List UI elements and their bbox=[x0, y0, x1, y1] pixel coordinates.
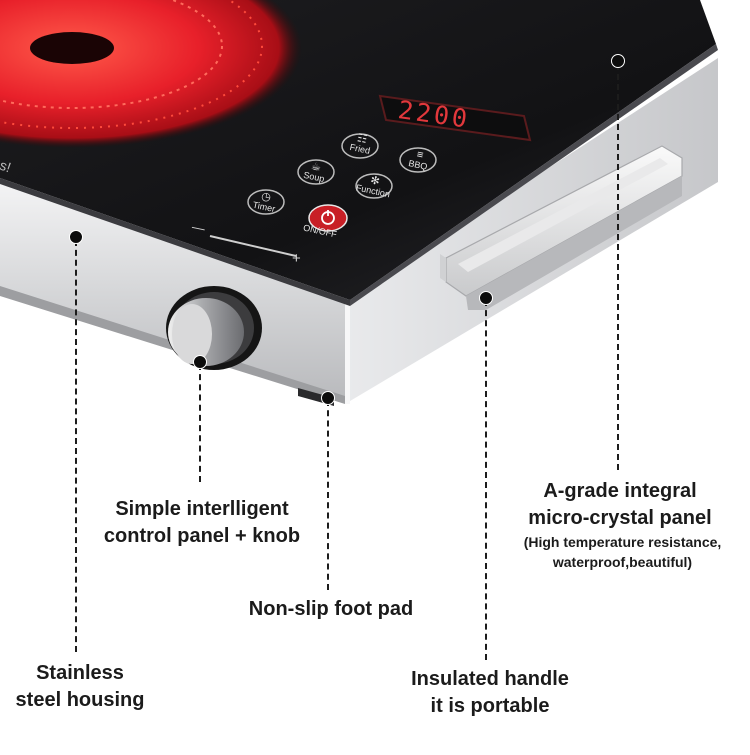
control-callout-dot bbox=[193, 355, 207, 369]
panel-leader-line bbox=[617, 64, 619, 470]
panel-callout: A-grade integral micro-crystal panel bbox=[528, 480, 712, 529]
heating-zone bbox=[0, 0, 302, 148]
handle-callout: Insulated handle it is portable bbox=[411, 668, 569, 717]
foot-callout: Non-slip foot pad bbox=[248, 598, 414, 620]
panel-callout-dot bbox=[611, 54, 625, 68]
foot-callout-dot bbox=[321, 391, 335, 405]
foot-leader-line bbox=[327, 400, 329, 590]
insulated-handle bbox=[440, 145, 683, 310]
control-knob bbox=[166, 286, 262, 370]
power-slider bbox=[209, 235, 297, 257]
handle-leader-line bbox=[485, 300, 487, 660]
handle-callout-dot bbox=[479, 291, 493, 305]
panel-callout-detail: (High temperature resistance, waterproof… bbox=[523, 534, 722, 570]
control-callout: Simple interlligent control panel + knob bbox=[103, 498, 301, 547]
led-display bbox=[378, 94, 532, 142]
housing-callout-dot bbox=[69, 230, 83, 244]
control-leader-line bbox=[199, 364, 201, 482]
control-buttons bbox=[247, 133, 437, 232]
steel-housing bbox=[0, 180, 345, 400]
slider-plus: + bbox=[292, 250, 301, 267]
housing-leader-line bbox=[75, 240, 77, 652]
housing-callout: Stainless steel housing bbox=[15, 662, 145, 711]
